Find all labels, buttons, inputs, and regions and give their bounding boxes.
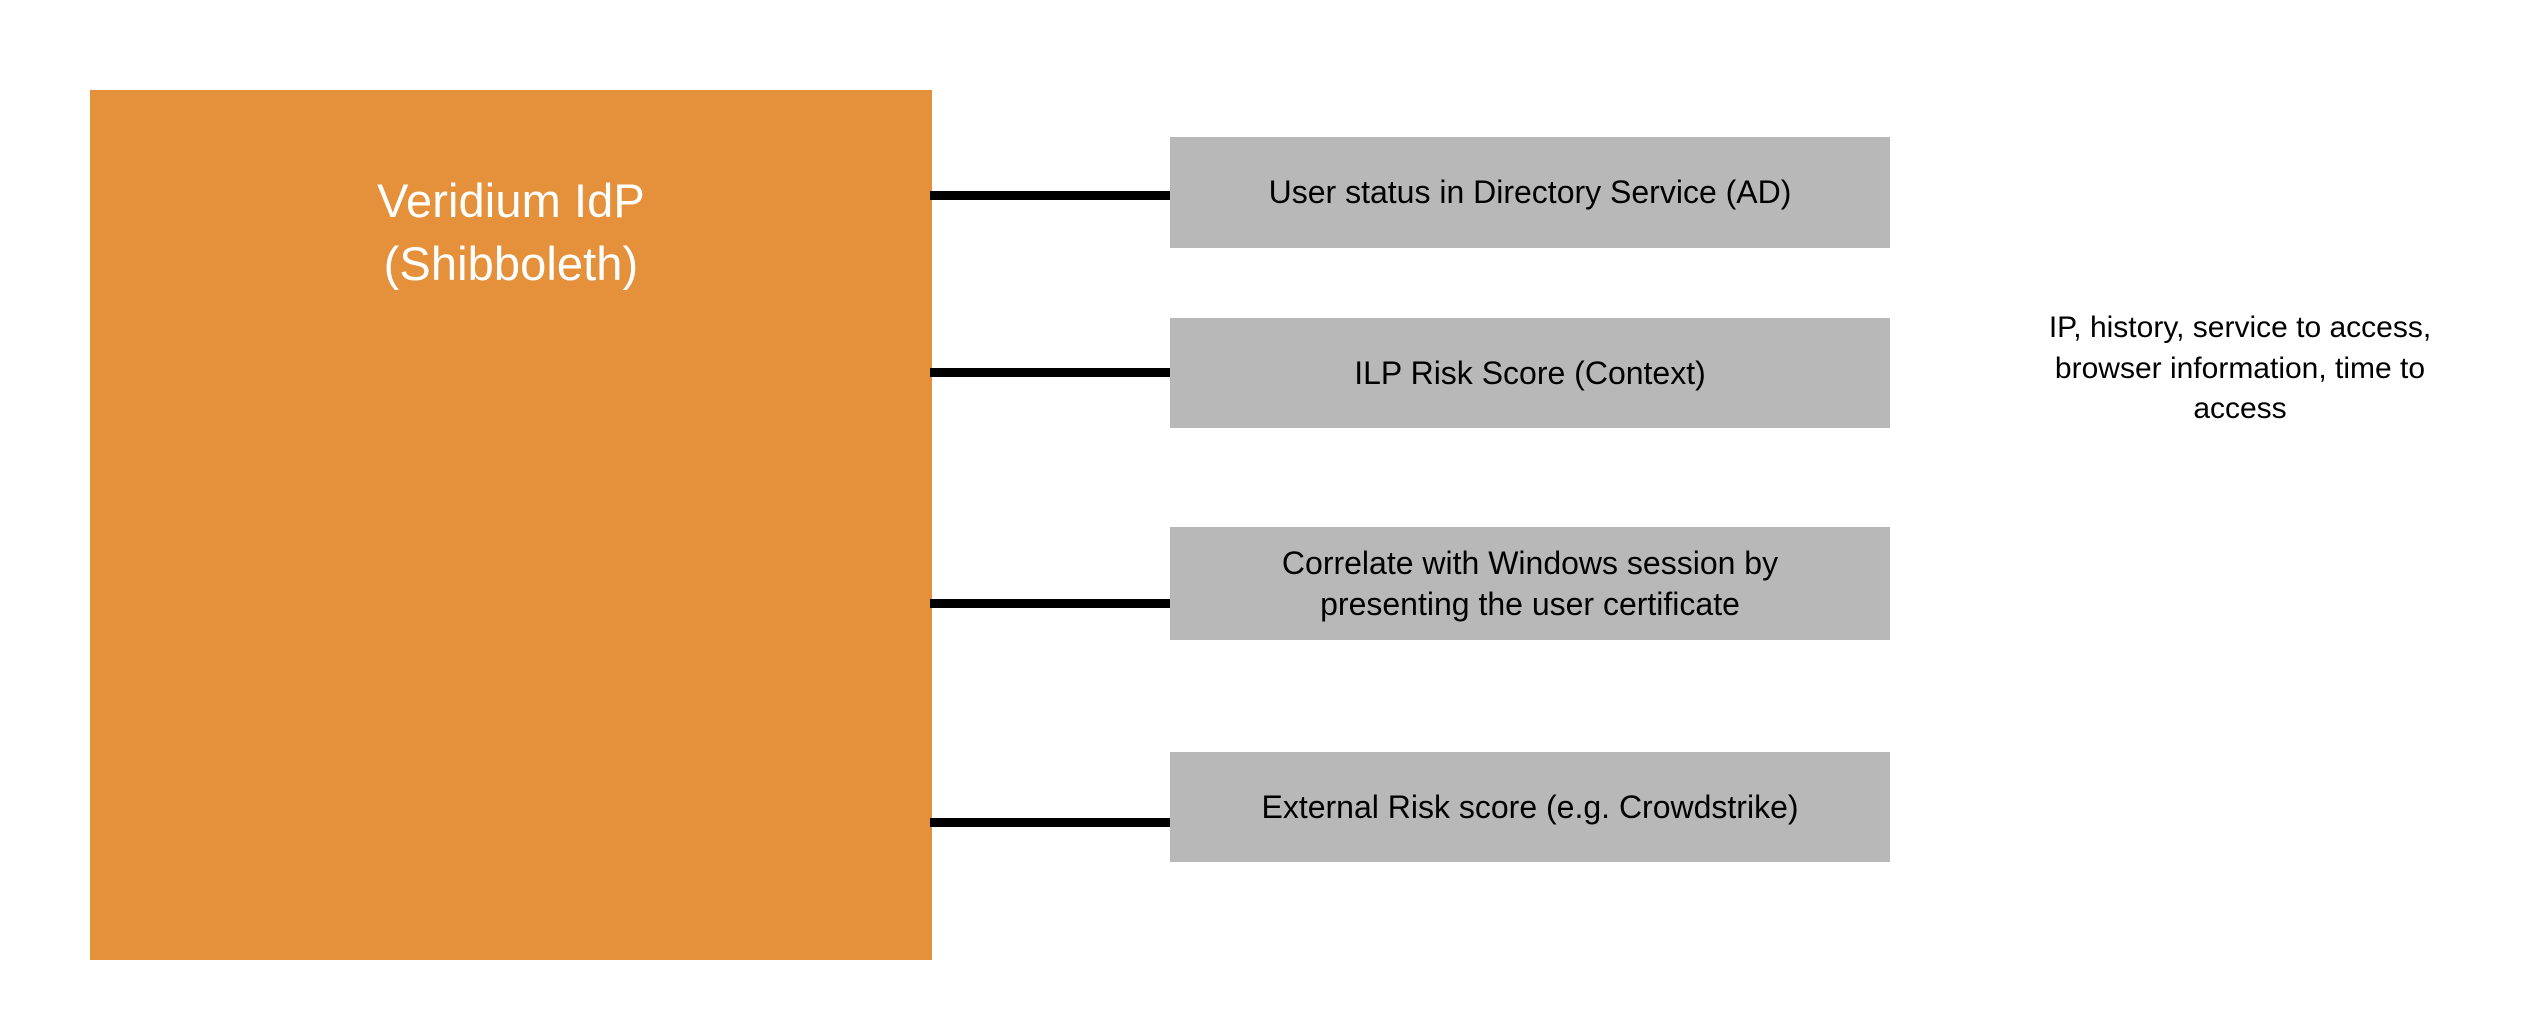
context-annotation: IP, history, service to access, browser … bbox=[2048, 311, 2432, 425]
attribute-box-windows-session-correlation[interactable]: Correlate with Windows session by presen… bbox=[1170, 527, 1890, 640]
attribute-box-label: External Risk score (e.g. Crowdstrike) bbox=[1261, 788, 1799, 825]
idp-node-label: Veridium IdP (Shibboleth) bbox=[377, 174, 645, 290]
attribute-box-ilp-risk-score[interactable]: ILP Risk Score (Context) bbox=[1170, 318, 1890, 428]
connector-line-4 bbox=[930, 818, 1177, 827]
attribute-box-label: ILP Risk Score (Context) bbox=[1354, 354, 1706, 391]
connector-line-2 bbox=[930, 368, 1177, 377]
connector-line-1 bbox=[930, 191, 1177, 200]
attribute-box-label: Correlate with Windows session by presen… bbox=[1281, 544, 1779, 622]
attribute-box-user-status[interactable]: User status in Directory Service (AD) bbox=[1170, 137, 1890, 248]
attribute-box-external-risk-score[interactable]: External Risk score (e.g. Crowdstrike) bbox=[1170, 752, 1890, 862]
attribute-box-label: User status in Directory Service (AD) bbox=[1268, 174, 1792, 211]
idp-node[interactable]: Veridium IdP (Shibboleth) bbox=[90, 90, 932, 960]
connector-line-3 bbox=[930, 599, 1177, 608]
